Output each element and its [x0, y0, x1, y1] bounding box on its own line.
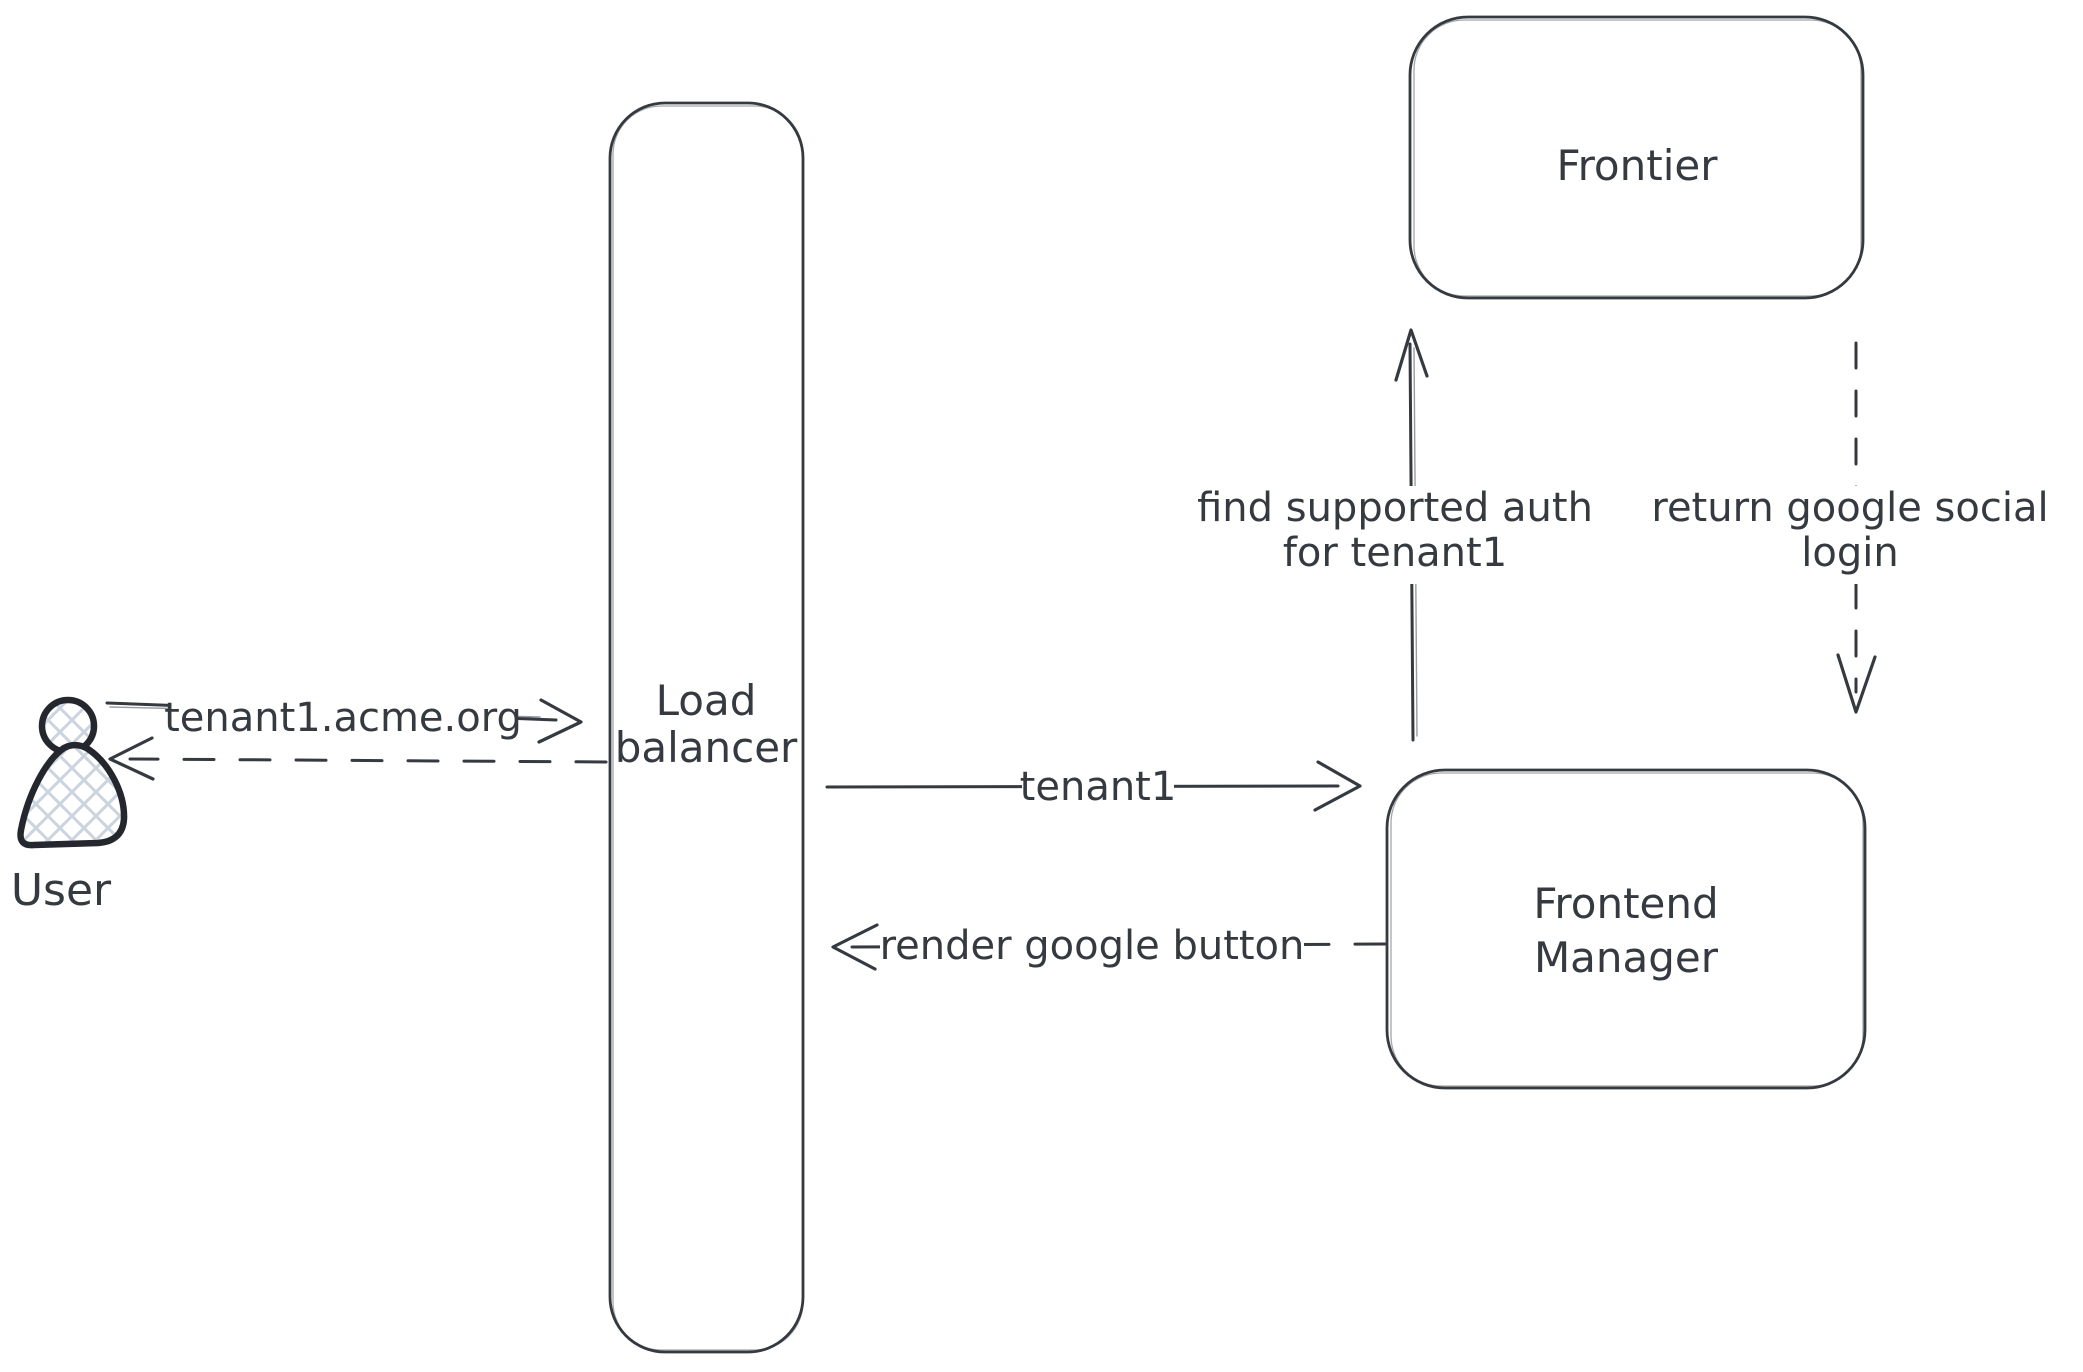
- edge-return-login-label-line2: login: [1801, 530, 1898, 576]
- edge-render-google-arrow: [831, 923, 1387, 971]
- edge-return-login-arrow: [1836, 341, 1877, 714]
- frontend-manager-label-line1: Frontend: [1533, 879, 1718, 928]
- edge-tenant1-label: tenant1: [1020, 764, 1177, 810]
- edge-find-auth-label-line1: find supported auth: [1197, 485, 1593, 531]
- edge-request-label: tenant1.acme.org: [164, 695, 522, 741]
- edge-find-auth-label-bg: [1192, 486, 1598, 584]
- user-label: User: [11, 865, 112, 916]
- user-person-icon: [17, 696, 128, 849]
- load-balancer-label-line1: Load: [656, 676, 757, 725]
- frontier-node: [1408, 15, 1865, 300]
- load-balancer-node: [608, 101, 805, 1354]
- edge-tenant1-label-bg: [1022, 763, 1174, 811]
- edge-return-login-label-line1: return google social: [1651, 485, 2048, 531]
- frontier-label: Frontier: [1556, 141, 1718, 190]
- edge-find-auth-label-line2: for tenant1: [1283, 530, 1507, 576]
- load-balancer-label-line2: balancer: [615, 723, 798, 772]
- frontend-manager-node: [1385, 768, 1867, 1090]
- edge-response-arrow: [108, 736, 608, 781]
- frontend-manager-label-line2: Manager: [1534, 933, 1719, 982]
- edge-render-google-label: render google button: [880, 923, 1305, 969]
- edge-return-login-label-bg: [1642, 486, 2062, 584]
- edge-request-label-bg: [170, 690, 516, 744]
- edge-render-google-label-bg: [880, 921, 1304, 973]
